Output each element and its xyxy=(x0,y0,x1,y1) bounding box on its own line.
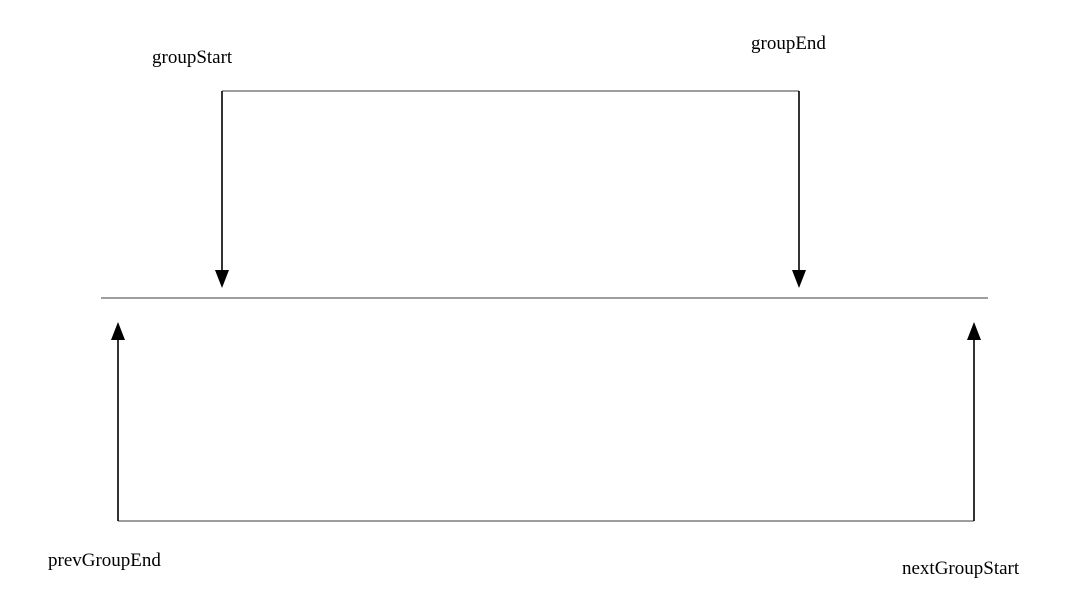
next-group-start-arrow xyxy=(967,322,981,521)
group-start-label: groupStart xyxy=(152,47,233,68)
group-end-arrow xyxy=(792,91,806,288)
prev-group-end-arrow xyxy=(111,322,125,521)
group-start-arrow xyxy=(215,91,229,288)
next-group-start-label: nextGroupStart xyxy=(902,558,1020,579)
prev-group-end-label: prevGroupEnd xyxy=(48,550,161,571)
group-end-label: groupEnd xyxy=(751,33,826,54)
